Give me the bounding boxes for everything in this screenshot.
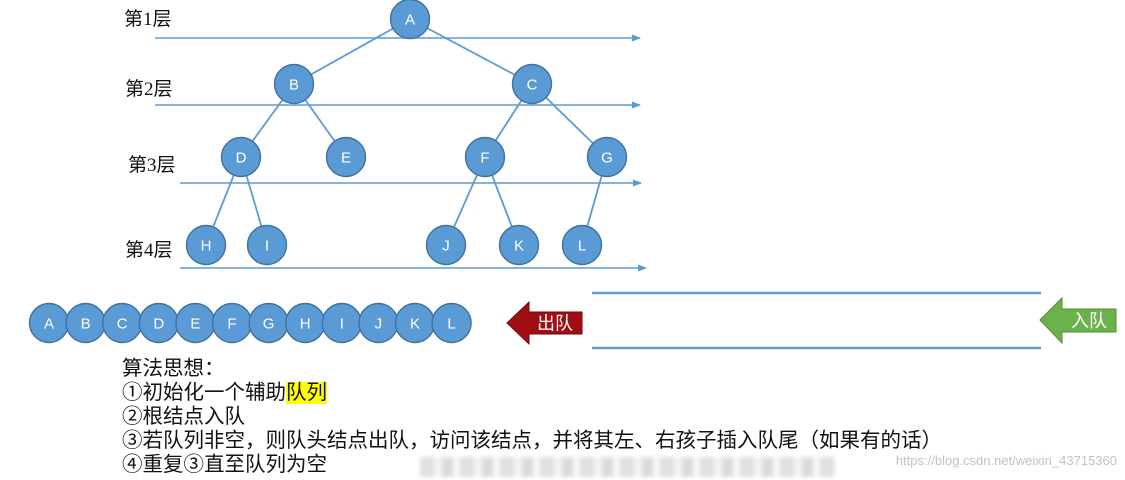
- node-label: J: [442, 237, 450, 254]
- node-label: B: [81, 315, 91, 332]
- sequence-node: J: [358, 302, 399, 344]
- algorithm-title: 算法思想：: [122, 358, 225, 380]
- node-label: K: [410, 315, 420, 332]
- sequence-node: I: [321, 302, 362, 344]
- level-label-2: 第2层: [125, 79, 173, 100]
- tree-node: H: [185, 224, 227, 266]
- level-label-3: 第3层: [128, 155, 176, 176]
- node-circle: [325, 136, 367, 178]
- algorithm-step-3: ③若队列非空，则队头结点出队，访问该结点，并将其左、右孩子插入队尾（如果有的话）: [122, 430, 942, 452]
- enqueue-arrow: 入队: [1039, 296, 1117, 345]
- sequence-node: H: [285, 302, 326, 344]
- algorithm-step-1: ①初始化一个辅助队列: [122, 381, 942, 405]
- tree-nodes: A B C D E F G H I J K L: [185, 0, 628, 266]
- node-label: K: [514, 237, 524, 254]
- dequeue-arrow: 出队: [506, 300, 583, 346]
- node-label: C: [527, 76, 538, 93]
- tree-edge: [409, 18, 533, 85]
- node-label: E: [190, 315, 200, 332]
- dequeue-arrow-shape: [506, 300, 583, 346]
- watermark: https://blog.csdn.net/weixin_43715360: [895, 453, 1117, 468]
- node-label: D: [236, 149, 247, 166]
- sequence-node: K: [394, 302, 436, 344]
- step-1-text: ①初始化一个辅助: [122, 382, 286, 404]
- node-label: E: [341, 149, 351, 166]
- tree-edges: [205, 18, 608, 246]
- node-label: D: [153, 315, 164, 332]
- tree-node: G: [586, 136, 628, 178]
- node-label: F: [227, 315, 236, 332]
- node-label: B: [289, 76, 299, 93]
- node-label: I: [340, 315, 344, 332]
- sequence-node: A: [28, 302, 70, 344]
- sequence-node: L: [431, 302, 472, 344]
- queue-walls: [592, 291, 1041, 350]
- highlighted-term: 队列: [286, 382, 327, 404]
- algorithm-description: 算法思想： ①初始化一个辅助队列 ②根结点入队 ③若队列非空，则队头结点出队，访…: [122, 357, 942, 477]
- tree-node: J: [425, 224, 467, 266]
- sequence-node: C: [101, 302, 143, 344]
- node-label: H: [300, 315, 311, 332]
- tree-edge: [293, 18, 411, 85]
- node-circle: [389, 0, 431, 40]
- node-circle: [273, 63, 315, 105]
- node-label: G: [263, 315, 275, 332]
- node-label: C: [117, 315, 128, 332]
- tree-node: I: [246, 224, 288, 266]
- enqueue-arrow-shape: [1039, 296, 1117, 345]
- node-circle: [220, 136, 262, 178]
- node-circle: [511, 63, 553, 105]
- node-circle: [431, 302, 472, 344]
- node-circle: [185, 224, 227, 266]
- output-sequence: A B C D E F G H I J K L: [28, 302, 472, 344]
- node-label: L: [447, 315, 455, 332]
- enqueue-label: 入队: [1071, 311, 1107, 331]
- node-label: A: [405, 11, 415, 28]
- tree-node: B: [273, 63, 315, 105]
- level-label-4: 第4层: [125, 240, 173, 261]
- algorithm-step-4: ④重复③直至队列为空: [122, 454, 327, 476]
- node-circle: [425, 224, 467, 266]
- sequence-node: F: [211, 302, 253, 344]
- tree-node: E: [325, 136, 367, 178]
- level-arrows: [155, 34, 647, 272]
- sequence-node: E: [175, 302, 216, 344]
- sequence-node: G: [248, 302, 289, 344]
- sequence-node: B: [65, 302, 106, 344]
- tree-node: D: [220, 136, 262, 178]
- dequeue-label: 出队: [537, 313, 573, 333]
- tree-node: K: [498, 224, 540, 266]
- tree-node: L: [561, 224, 603, 266]
- node-label: G: [601, 149, 613, 166]
- node-circle: [246, 224, 288, 266]
- tree-node: C: [511, 63, 553, 105]
- node-label: J: [375, 315, 383, 332]
- node-label: A: [44, 315, 54, 332]
- node-label: I: [265, 237, 269, 254]
- level-label-1: 第1层: [124, 9, 172, 30]
- node-circle: [561, 224, 603, 266]
- node-circle: [498, 224, 540, 266]
- blurred-region: [420, 457, 835, 477]
- node-label: L: [578, 237, 586, 254]
- node-circle: [586, 136, 628, 178]
- tree-node: A: [389, 0, 431, 40]
- node-label: H: [201, 237, 212, 254]
- node-label: F: [480, 149, 489, 166]
- sequence-node: D: [138, 302, 180, 344]
- algorithm-step-2: ②根结点入队: [122, 406, 245, 428]
- node-circle: [464, 136, 506, 178]
- tree-node: F: [464, 136, 506, 178]
